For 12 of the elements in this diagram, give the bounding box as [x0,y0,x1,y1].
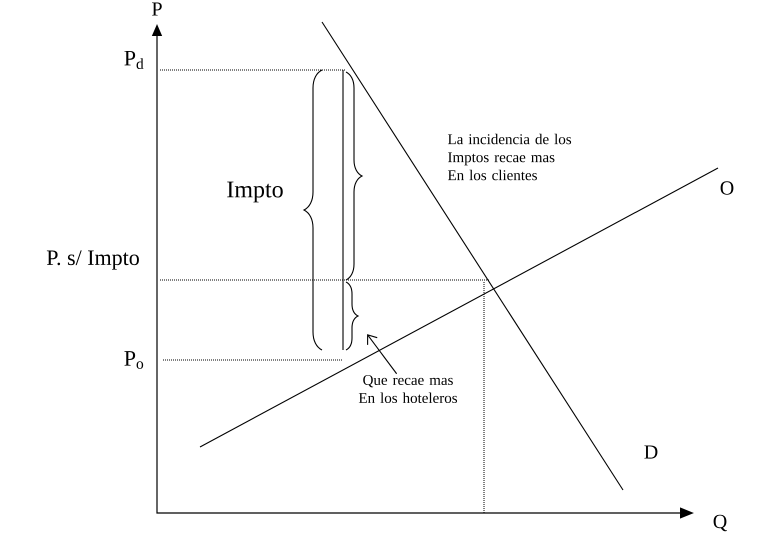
annotation-text: Que recae mas En los hoteleros [358,374,458,404]
curve-label: D [644,445,658,459]
price-label: P$_{d}$ [124,50,144,70]
price-label: P$_{o}$ [124,351,144,369]
curve-label: O [720,181,734,195]
brace [346,282,359,350]
axis-label: P [152,2,162,16]
axis-label: Q [714,514,727,532]
arrow [367,334,398,374]
tax-label: Impto [227,182,283,202]
price-label: P. s/ Impto [46,250,139,270]
annotation-text: La incidencia de los Imptos recae mas En los clientes [448,134,572,180]
